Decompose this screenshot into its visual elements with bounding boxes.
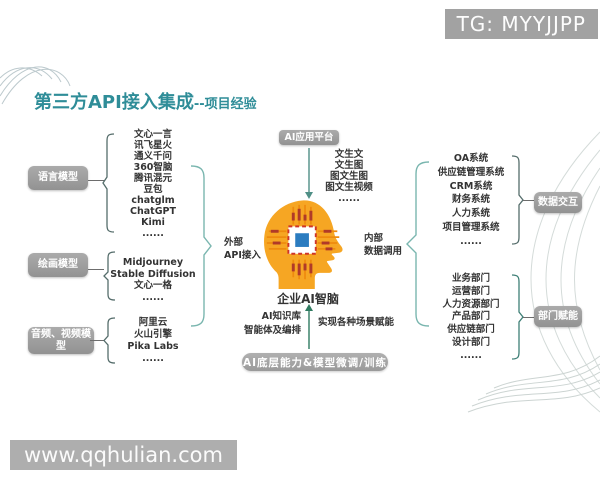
internal-data-annotation: 内部 数据调用 (364, 233, 403, 257)
list-item: 文生图 (334, 160, 364, 171)
right-group-data-interaction-box: 数据交互 (534, 192, 582, 213)
list-item: ...... (142, 353, 164, 364)
list-item: Midjourney (122, 257, 184, 268)
right-group-department-box: 部门赋能 (534, 306, 582, 327)
list-item: ...... (460, 235, 482, 247)
connector-line (88, 269, 104, 270)
list-item: 人力系统 (451, 208, 490, 220)
list-item: ...... (338, 193, 360, 204)
watermark-url: www.qqhulian.com (10, 440, 237, 470)
list-item: 图文生图 (329, 171, 368, 182)
connector-line (523, 317, 534, 318)
left-group-audio-video-box: 音频、视频模型 (28, 327, 94, 354)
list-item: 阿里云 (138, 317, 168, 328)
connector-line (523, 200, 534, 201)
external-api-annotation: 外部 API接入 (224, 237, 261, 261)
list-item: 供应链部门 (447, 324, 495, 336)
right-group-departments-items: 业务部门运营部门人力资源部门产品部门供应链部门设计部门...... (421, 273, 521, 363)
list-item: ChatGPT (130, 206, 176, 217)
list-item: OA系统 (453, 153, 489, 164)
brace-right-group1 (511, 155, 524, 245)
list-item: 豆包 (143, 184, 163, 195)
brain-label: 企业AI智脑 (277, 292, 339, 306)
left-group-drawing-box: 绘画模型 (28, 253, 88, 277)
list-item: ...... (142, 291, 164, 303)
list-item: Pika Labs (127, 341, 179, 352)
modal-capability-list: 文生文文生图图文生图图文生视频...... (320, 149, 378, 204)
list-item: 财务系统 (451, 194, 490, 206)
connector-line (88, 180, 104, 181)
list-item: 火山引擎 (133, 329, 172, 340)
page-title-suffix: --项目经验 (193, 97, 257, 112)
brace-big-right (406, 161, 430, 327)
list-item: 人力资源部门 (442, 298, 500, 310)
scene-empowerment-annotation: 实现各种场景赋能 (318, 317, 395, 328)
list-item: ...... (460, 349, 482, 361)
brace-left-group2 (103, 251, 116, 301)
watermark-telegram: TG: MYYJJPP (444, 9, 598, 39)
brace-big-left (190, 165, 212, 327)
brace-right-group2 (511, 274, 524, 360)
list-item: 通义千问 (133, 151, 172, 162)
page-title-main: 第三方API接入集成 (34, 92, 194, 113)
ai-brain-head-icon (264, 200, 343, 289)
list-item: 讯飞星火 (133, 140, 172, 151)
list-item: 项目管理系统 (442, 221, 500, 233)
right-group-systems-items: OA系统供应链管理系统 CRM系统财务系统人力系统项目管理系统...... (421, 152, 521, 249)
knowledge-base-annotation: AI知识库 智能体及编排 (243, 311, 301, 336)
list-item: 文心一格 (133, 280, 172, 291)
list-item: Stable Diffusion (110, 268, 196, 280)
list-item: 设计部门 (451, 336, 490, 348)
list-item: Kimi (141, 217, 165, 228)
list-item: 360智脑 (133, 162, 173, 173)
list-item: ...... (142, 228, 164, 239)
list-item: 图文生视频 (325, 182, 373, 193)
list-item: 腾讯混元 (133, 173, 172, 184)
list-item: 文心一言 (133, 129, 172, 140)
connector-line (90, 340, 104, 341)
list-item: 文生文 (334, 149, 364, 160)
left-group-language-box: 语言模型 (28, 166, 88, 190)
list-item: 产品部门 (451, 311, 490, 323)
list-item: 供应链管理系统 (437, 166, 505, 178)
base-capability-box: AI底层能力&模型微调/训练 (242, 353, 388, 371)
arrow-down-icon (305, 148, 313, 199)
list-item: CRM系统 (449, 180, 493, 192)
arrow-up-icon (305, 304, 313, 349)
list-item: 运营部门 (451, 285, 490, 297)
list-item: 业务部门 (451, 273, 490, 284)
list-item: chatglm (131, 195, 175, 206)
brace-left-group1 (102, 133, 115, 233)
brace-left-group3 (103, 317, 116, 364)
page-title: 第三方API接入集成--项目经验 (34, 88, 257, 114)
ai-platform-box: AI应用平台 (279, 130, 339, 145)
